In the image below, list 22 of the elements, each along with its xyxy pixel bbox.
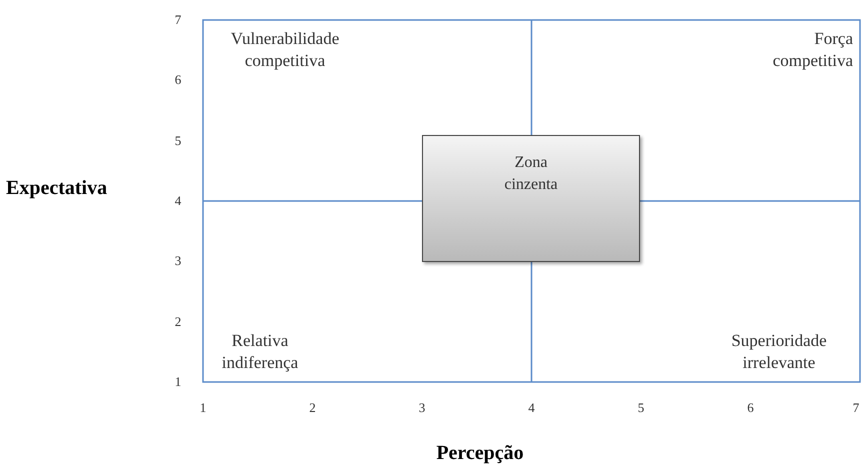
tick-label: 3 — [418, 399, 426, 417]
tick-label: 5 — [636, 399, 646, 417]
tick-label: 2 — [174, 312, 182, 331]
tick-label: 3 — [174, 252, 182, 270]
tick-label: 7 — [852, 399, 860, 417]
tick-label: 4 — [174, 192, 182, 210]
tick-label: 6 — [174, 71, 182, 90]
axis-title: Expectativa — [6, 176, 108, 201]
tick-label: 2 — [308, 399, 317, 417]
quadrant-label: Força competitiva — [772, 28, 853, 72]
quadrant-label: Superioridade irrelevante — [730, 330, 828, 374]
quadrant-label: Relativa indiferença — [220, 330, 300, 374]
tick-label: 5 — [174, 132, 182, 150]
tick-label: 1 — [198, 399, 208, 417]
tick-label: 6 — [746, 399, 755, 417]
zone-box — [422, 135, 640, 262]
quadrant-label: Vulnerabilidade competitiva — [230, 28, 340, 72]
tick-label: 1 — [174, 373, 182, 391]
axis-title: Percepção — [435, 441, 525, 466]
tick-label: 4 — [527, 399, 536, 417]
zone-label: Zona cinzenta — [503, 153, 559, 195]
tick-label: 7 — [174, 11, 182, 29]
